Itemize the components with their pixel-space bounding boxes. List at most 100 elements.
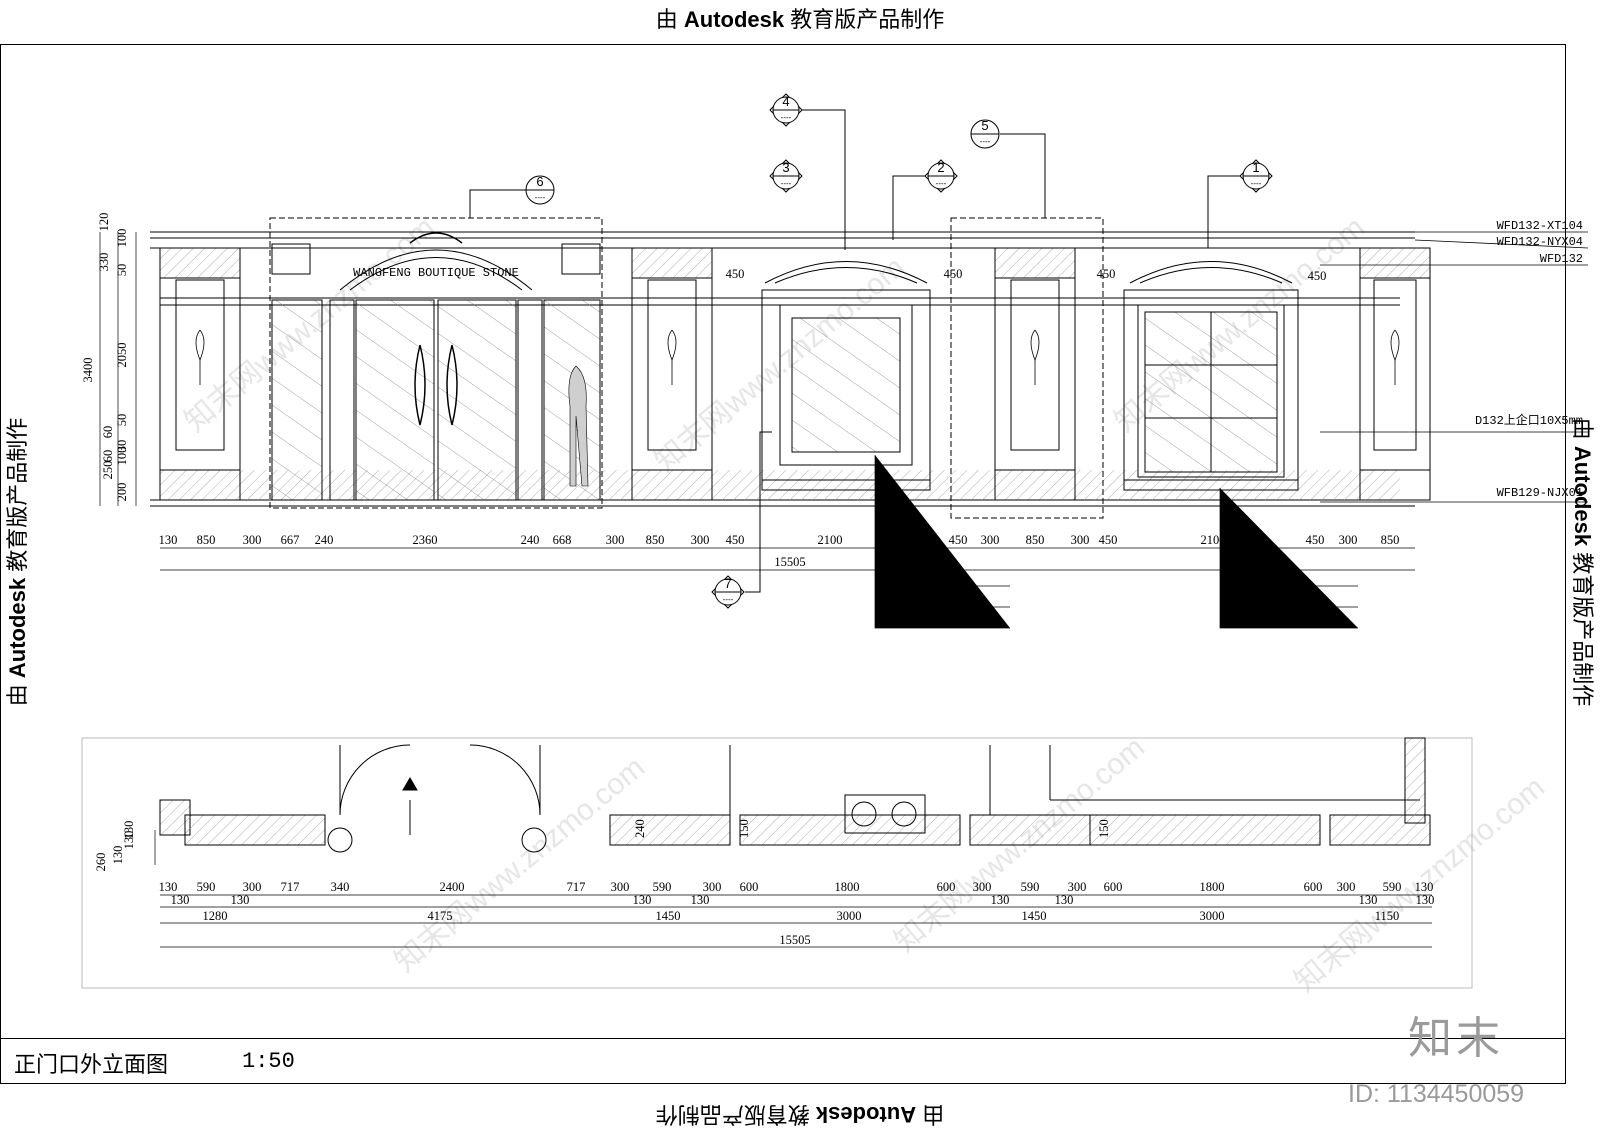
dimension: 200 [115, 483, 129, 502]
dimension: 850 [646, 533, 665, 547]
dimension: 450 [944, 267, 963, 281]
dimension: 300 [243, 880, 262, 894]
dimension: 590 [1021, 880, 1040, 894]
dimension: 30 [115, 440, 129, 453]
material-label: WFD132-XT104 [1497, 219, 1583, 233]
dimension: 260 [94, 853, 108, 872]
callout-sub: ---- [781, 179, 792, 188]
callout-sub: ---- [723, 595, 734, 604]
dimension: 1280 [203, 909, 228, 923]
window-left [761, 261, 931, 491]
dimension: 300 [243, 533, 262, 547]
dimension: 130 [111, 846, 125, 865]
dimension: 120 [97, 213, 111, 232]
dimension: 600 [937, 880, 956, 894]
stamp-prefix: 由 [655, 7, 678, 32]
autodesk-stamp-top: 由 Autodesk 教育版产品制作 [0, 2, 1600, 34]
dimension: 4175 [428, 909, 453, 923]
znzmo-id: ID: 1134450059 [1348, 1080, 1525, 1108]
dimension: 667 [281, 533, 300, 547]
dimension: 450 [726, 533, 745, 547]
dimension: 130 [159, 533, 178, 547]
callout-sub: ---- [1251, 179, 1262, 188]
dimension: 450 [949, 533, 968, 547]
pilaster-2 [631, 247, 713, 501]
dimension: 2360 [413, 533, 438, 547]
dimension: 2400 [440, 880, 465, 894]
callout-number: 6 [536, 174, 543, 189]
pilaster-1 [159, 247, 241, 501]
callout-number: 3 [782, 160, 789, 175]
dimension: 717 [567, 880, 586, 894]
detail-callout-2[interactable]: 2---- [924, 159, 958, 193]
dimension: 600 [1304, 880, 1323, 894]
dimension: 850 [1381, 533, 1400, 547]
dimension: 600 [1104, 880, 1123, 894]
dimension: 1800 [835, 880, 860, 894]
dimension: 2100 [818, 533, 843, 547]
callout-number: 5 [981, 118, 988, 133]
pilaster-4 [1359, 247, 1431, 501]
dimension: 130 [171, 893, 190, 907]
dimension: 130 [1415, 880, 1434, 894]
dimension: 1800 [1200, 880, 1225, 894]
drawing-scale: 1:50 [242, 1049, 295, 1074]
material-label: WFD132 [1540, 252, 1583, 266]
dimension: 130 [1055, 893, 1074, 907]
dimension: 330 [97, 253, 111, 272]
detail-callout-7[interactable]: 7---- [711, 575, 745, 609]
detail-box-5 [950, 217, 1104, 519]
dimension: 450 [1097, 267, 1116, 281]
dimension: 240 [315, 533, 334, 547]
dimension: 300 [981, 533, 1000, 547]
callout-sub: ---- [781, 113, 792, 122]
dimension: 130 [691, 893, 710, 907]
window-right [1123, 261, 1299, 491]
dimension: 60 [101, 450, 115, 463]
dimension: 3000 [1200, 909, 1225, 923]
stamp-brand: Autodesk [683, 7, 785, 32]
detail-callout-5[interactable]: 5 ---- [970, 118, 1000, 149]
wall-lamp [667, 329, 677, 385]
detail-callout-4[interactable]: 4---- [769, 93, 803, 127]
dimension: 130 [122, 821, 136, 840]
dimension: 100 [115, 229, 129, 248]
dimension: 300 [973, 880, 992, 894]
dimension: 150 [1097, 819, 1111, 838]
dimension: 2100 [1201, 533, 1226, 547]
dimension: 450 [1308, 269, 1327, 283]
callout-sub: ---- [980, 137, 991, 146]
plan-dims: 130 590 300 717 340 2400 717 300 590 300 600 1800 60… [159, 880, 1435, 923]
wall-lamp [1390, 329, 1400, 385]
dimension: 130 [633, 893, 652, 907]
dimension: 150 [737, 819, 751, 838]
dimension: 600 [740, 880, 759, 894]
dimension: 50 [115, 264, 129, 277]
dimension: 130 [122, 831, 136, 850]
sign-text: WANGFENG BOUTIQUE STONE [353, 266, 519, 280]
dimension: 2050 [115, 343, 129, 368]
dimension: 450 [1306, 533, 1325, 547]
floor-plan [81, 737, 1473, 989]
dimension: 130 [231, 893, 250, 907]
dimension: 130 [991, 893, 1010, 907]
detail-callout-1[interactable]: 1---- [1239, 159, 1273, 193]
dimension: 717 [281, 880, 300, 894]
dimension: 340 [331, 880, 350, 894]
dimension: 3400 [81, 358, 95, 383]
detail-callout-6[interactable]: 6---- [525, 174, 555, 205]
wall-lamp [1030, 329, 1040, 385]
dimension: 450 [726, 267, 745, 281]
dimension: 450 [1099, 533, 1118, 547]
dimension: 100 [115, 447, 129, 466]
callout-sub: ---- [936, 179, 947, 188]
detail-callout-3[interactable]: 3 ---- [769, 159, 803, 193]
dimension: 1450 [656, 909, 681, 923]
dimension: 300 [611, 880, 630, 894]
dimension: 240 [633, 819, 647, 838]
title-strip [0, 1038, 1566, 1084]
dimension: 590 [197, 880, 216, 894]
